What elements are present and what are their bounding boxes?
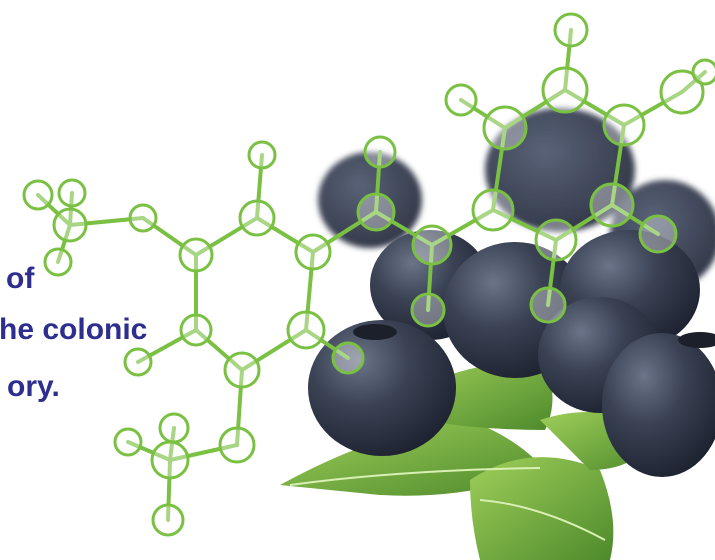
headline-line-1: of: [6, 262, 35, 295]
headline-line-3: ory.: [7, 370, 60, 403]
headline-line-2: he colonic: [0, 313, 148, 346]
